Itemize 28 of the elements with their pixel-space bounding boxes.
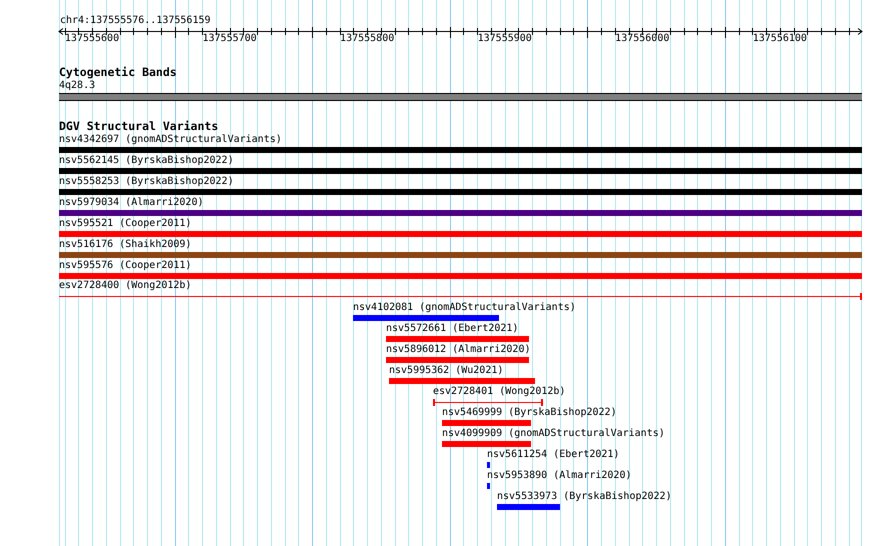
variant-label: esv2728401 (Wong2012b) bbox=[433, 386, 566, 398]
variant-label: nsv5979034 (Almarri2020) bbox=[59, 197, 204, 209]
tick-label: 137555800 bbox=[340, 33, 394, 45]
variant-label: nsv4099909 (gnomADStructuralVariants) bbox=[442, 428, 665, 440]
tick-label: 137556000 bbox=[615, 33, 670, 45]
variant-label: nsv595521 (Cooper2011) bbox=[59, 218, 192, 230]
variant-label: nsv5558253 (ByrskaBishop2022) bbox=[59, 176, 234, 188]
track-title: Cytogenetic Bands bbox=[59, 66, 177, 79]
variant-label: nsv5896012 (Almarri2020) bbox=[386, 344, 530, 356]
variant-label: nsv5562145 (ByrskaBishop2022) bbox=[59, 155, 234, 167]
variant-label: nsv5611254 (Ebert2021) bbox=[487, 449, 620, 461]
tick-label: 137556100 bbox=[752, 33, 807, 45]
tick-label: 137555700 bbox=[202, 33, 257, 45]
tick-label: 137555900 bbox=[478, 33, 532, 45]
variant-label: nsv5469999 (ByrskaBishop2022) bbox=[442, 407, 617, 419]
variant-label: nsv5953890 (Almarri2020) bbox=[487, 470, 632, 482]
variant-label: nsv5533973 (ByrskaBishop2022) bbox=[497, 491, 672, 503]
cytoband-label: 4q28.3 bbox=[59, 80, 96, 92]
variant-label: nsv595576 (Cooper2011) bbox=[59, 260, 192, 272]
variant-label: esv2728400 (Wong2012b) bbox=[59, 280, 192, 292]
tick-label: 137555600 bbox=[64, 33, 120, 45]
variant-label: nsv4102081 (gnomADStructuralVariants) bbox=[353, 302, 576, 314]
variant-label: nsv5572661 (Ebert2021) bbox=[386, 323, 518, 335]
variant-label: nsv5995362 (Wu2021) bbox=[389, 365, 504, 377]
variant-label: nsv4342697 (gnomADStructuralVariants) bbox=[59, 134, 282, 146]
variant-label: nsv516176 (Shaikh2009) bbox=[59, 239, 192, 251]
locus-label: chr4:137555576..137556159 bbox=[60, 15, 211, 27]
track-title: DGV Structural Variants bbox=[59, 120, 218, 133]
